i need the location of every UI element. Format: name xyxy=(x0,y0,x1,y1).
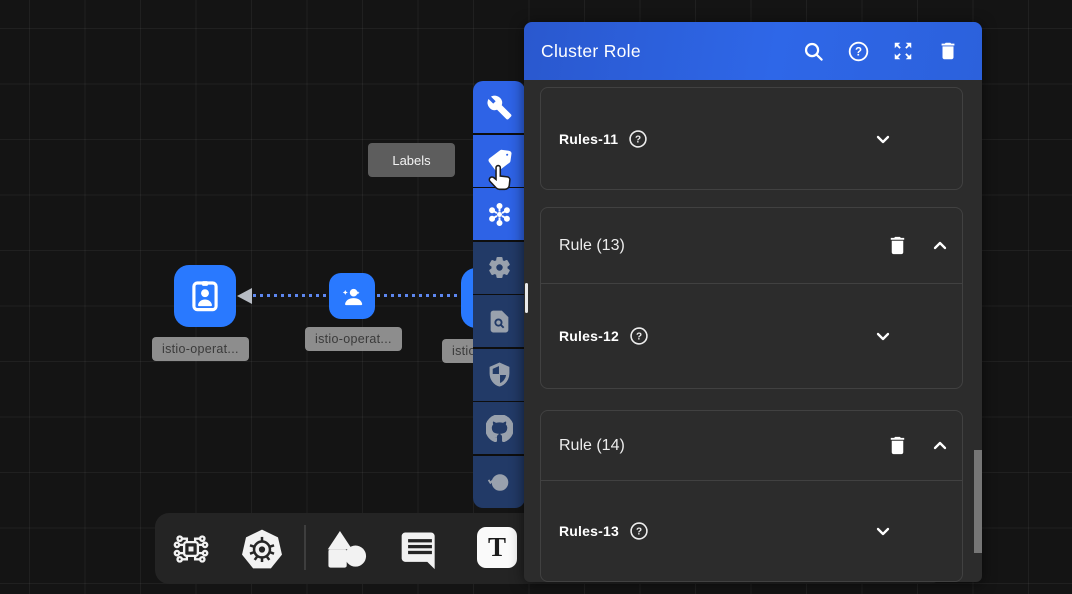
chevron-down-icon[interactable] xyxy=(871,519,895,543)
rule-card-partial: Rules-11 ? xyxy=(540,87,963,190)
chevron-up-icon[interactable] xyxy=(922,228,958,264)
shapes-button[interactable] xyxy=(321,527,367,573)
settings-button[interactable] xyxy=(473,241,525,294)
rule-card: Rule (14) Rules-13 ? xyxy=(540,410,963,582)
text-button[interactable]: T xyxy=(477,527,517,568)
scan-document-button[interactable] xyxy=(473,295,525,348)
rules-field-label: Rules-11 xyxy=(559,131,619,147)
security-button[interactable] xyxy=(473,348,525,401)
relationship-circuit-button[interactable] xyxy=(169,527,213,571)
kubernetes-button[interactable] xyxy=(239,527,285,573)
side-toolbar xyxy=(473,81,525,508)
node-label: istio-operat... xyxy=(152,337,249,361)
document-search-icon xyxy=(487,309,512,334)
delete-rule-icon[interactable] xyxy=(879,428,915,464)
panel-scrollbar[interactable] xyxy=(974,450,982,553)
edge-arrowhead xyxy=(237,288,252,304)
kubernetes-icon xyxy=(239,527,285,573)
relationship-circuit-icon xyxy=(169,527,213,571)
node-label: istio-operat... xyxy=(305,327,402,351)
comment-icon xyxy=(398,527,442,571)
rules-field-label: Rules-12 xyxy=(559,328,619,344)
help-icon[interactable]: ? xyxy=(846,39,870,63)
mediation-button[interactable] xyxy=(473,188,525,241)
shield-icon xyxy=(487,362,512,387)
panel-title: Cluster Role xyxy=(541,40,641,61)
user-star-icon xyxy=(339,283,366,310)
cluster-role-panel: Cluster Role ? xyxy=(524,22,982,582)
history-button[interactable] xyxy=(473,455,525,508)
rule-card: Rule (13) Rules-12 ? xyxy=(540,207,963,389)
help-icon[interactable]: ? xyxy=(628,129,648,149)
expand-icon[interactable] xyxy=(891,39,915,63)
github-button[interactable] xyxy=(473,402,525,455)
github-icon xyxy=(485,414,513,442)
panel-header: Cluster Role ? xyxy=(524,22,982,80)
labels-tooltip: Labels xyxy=(368,143,455,177)
label-tag-icon xyxy=(485,146,513,174)
node-istio-operator-b[interactable] xyxy=(329,273,375,319)
node-istio-operator-a[interactable] xyxy=(174,265,236,327)
help-icon[interactable]: ? xyxy=(629,326,649,346)
help-icon[interactable]: ? xyxy=(629,521,649,541)
toolbar-divider xyxy=(304,525,306,570)
tools-button[interactable] xyxy=(473,81,525,134)
delete-rule-icon[interactable] xyxy=(879,228,915,264)
gear-icon xyxy=(487,255,512,280)
edge-b-to-a xyxy=(253,294,328,297)
comment-button[interactable] xyxy=(398,527,442,571)
text-icon: T xyxy=(477,527,517,568)
rules-field-label: Rules-13 xyxy=(559,523,619,539)
search-icon[interactable] xyxy=(801,39,825,63)
edge-c-to-b xyxy=(377,294,461,297)
svg-text:?: ? xyxy=(635,135,641,146)
chevron-down-icon[interactable] xyxy=(871,324,895,348)
svg-text:?: ? xyxy=(636,332,642,343)
svg-text:?: ? xyxy=(636,527,642,538)
labels-button[interactable] xyxy=(473,134,525,187)
chevron-up-icon[interactable] xyxy=(922,428,958,464)
chevron-down-icon[interactable] xyxy=(871,127,895,151)
history-clock-icon xyxy=(487,470,511,494)
svg-text:?: ? xyxy=(854,46,861,58)
mediation-hub-icon xyxy=(486,201,513,228)
rule-card-title: Rule (13) xyxy=(559,236,625,254)
panel-body: Rules-11 ? Rule (13) xyxy=(524,80,982,582)
shapes-icon xyxy=(321,527,367,573)
wrench-icon xyxy=(486,95,512,120)
delete-icon[interactable] xyxy=(936,39,960,63)
panel-resize-handle[interactable] xyxy=(525,283,528,313)
rule-card-title: Rule (14) xyxy=(559,436,625,454)
id-badge-icon xyxy=(186,277,224,315)
